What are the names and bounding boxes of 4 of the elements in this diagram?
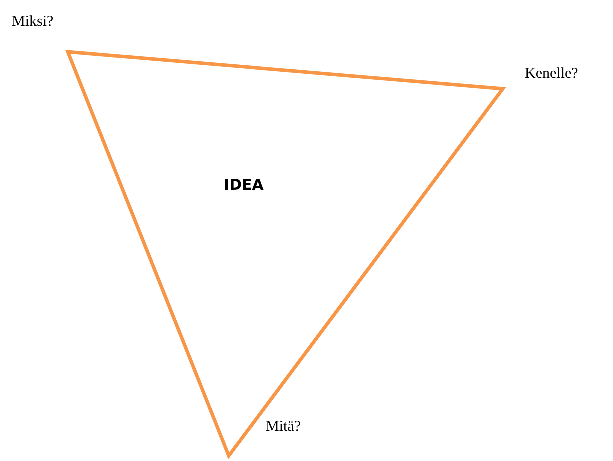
node-label: IDEA	[224, 176, 264, 194]
corner-label: Kenelle?	[525, 66, 578, 83]
corner-label: Miksi?	[12, 14, 54, 31]
corner-label: Mitä?	[266, 419, 301, 436]
